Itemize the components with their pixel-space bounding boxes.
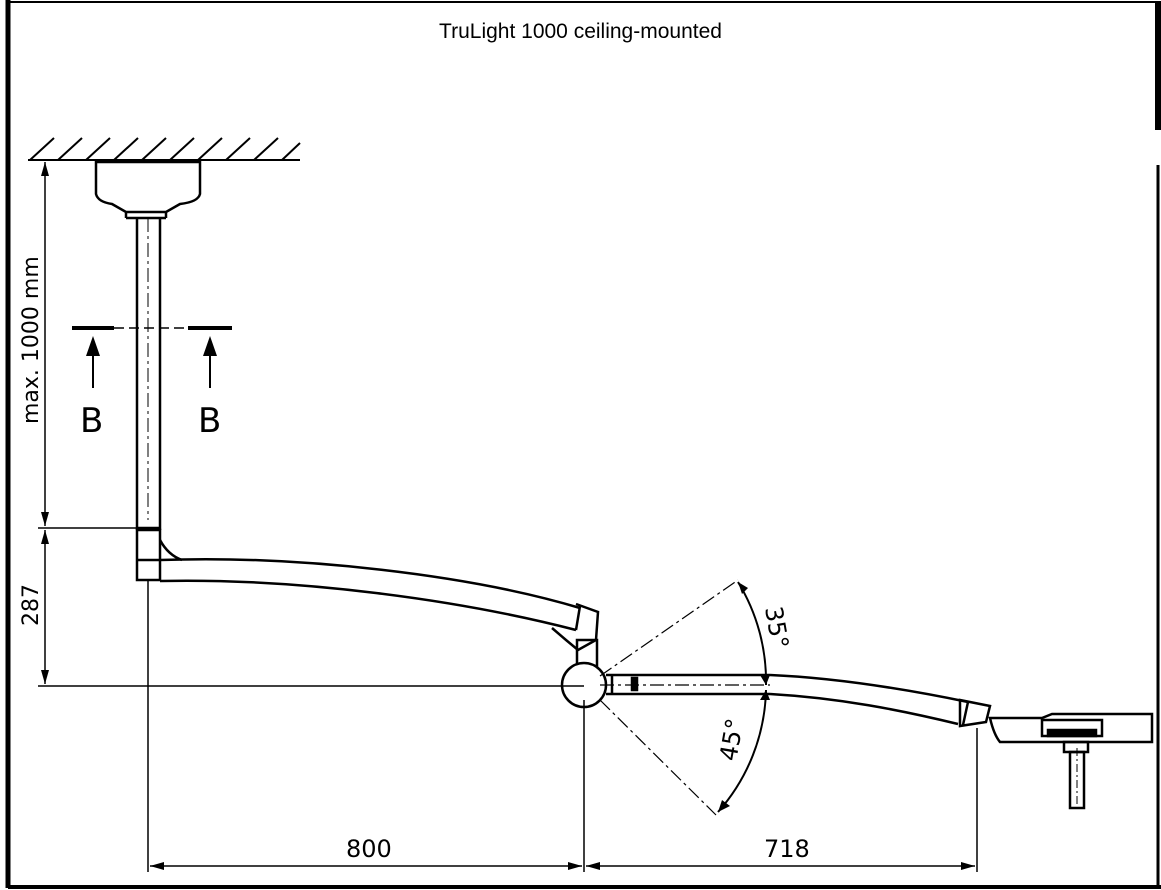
- light-head: [988, 712, 1154, 810]
- dim-arm1: [150, 862, 582, 870]
- dim-arm-drop-label: 287: [19, 584, 44, 626]
- section-label-right: B: [198, 401, 221, 441]
- upper-arm: [159, 557, 600, 668]
- angle-down-label: 45°: [714, 716, 749, 763]
- angle-up-label: 35°: [759, 604, 794, 651]
- dim-arm-drop: [41, 530, 49, 684]
- dim-arm2: [586, 862, 975, 870]
- dim-tube-height: [41, 162, 49, 526]
- elbow-joint: [135, 526, 183, 582]
- section-label-left: B: [80, 401, 103, 441]
- center-lines: [599, 579, 770, 816]
- dim-tube-height-label: max. 1000 mm: [19, 256, 44, 424]
- dim-arm2-label: 718: [764, 835, 810, 863]
- extension-lines: [28, 159, 978, 872]
- vertical-tube: [135, 218, 162, 530]
- ceiling-mount: [94, 160, 202, 220]
- drawing-border: [5, 0, 1161, 889]
- ceiling-hatching: [28, 137, 301, 161]
- angle-arcs: [717, 581, 770, 813]
- dim-arm1-label: 800: [346, 835, 392, 863]
- lower-arm: [606, 673, 992, 728]
- drawing-title: TruLight 1000 ceiling-mounted: [439, 20, 722, 43]
- section-b-marker: [72, 326, 232, 388]
